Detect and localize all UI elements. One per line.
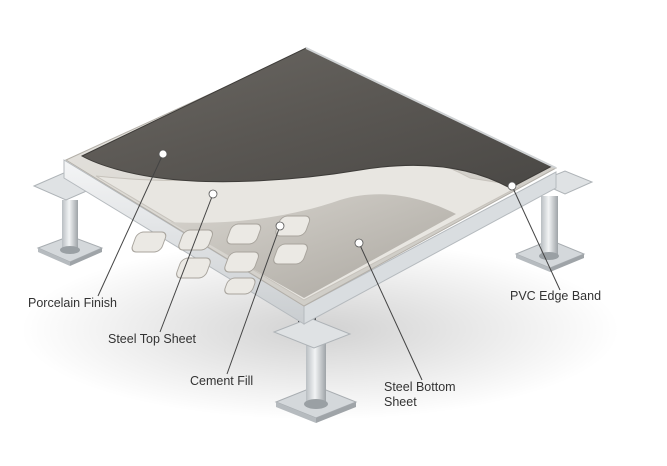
pvc-edge-band-strip [305,47,557,169]
cement-fill-marker [275,221,285,231]
panel-edge-right [303,171,557,325]
steel-bottom-sheet-label: Steel Bottom Sheet [384,380,456,409]
steel-top-sheet-marker [208,189,218,199]
steel-top-sheet-label: Steel Top Sheet [108,332,197,346]
callout-leaders [97,153,561,381]
cement-fill-label: Cement Fill [190,374,254,388]
pvc-edge-band-marker [507,181,517,191]
porcelain-finish-layer [80,47,554,189]
steel-bottom-sheet-layer [170,194,456,298]
pvc-edge-band-label: PVC Edge Band [510,289,602,303]
porcelain-finish-marker [158,149,168,159]
callout-dots [158,149,517,248]
porcelain-finish-label: Porcelain Finish [28,296,117,310]
steel-bottom-sheet-marker [354,238,364,248]
